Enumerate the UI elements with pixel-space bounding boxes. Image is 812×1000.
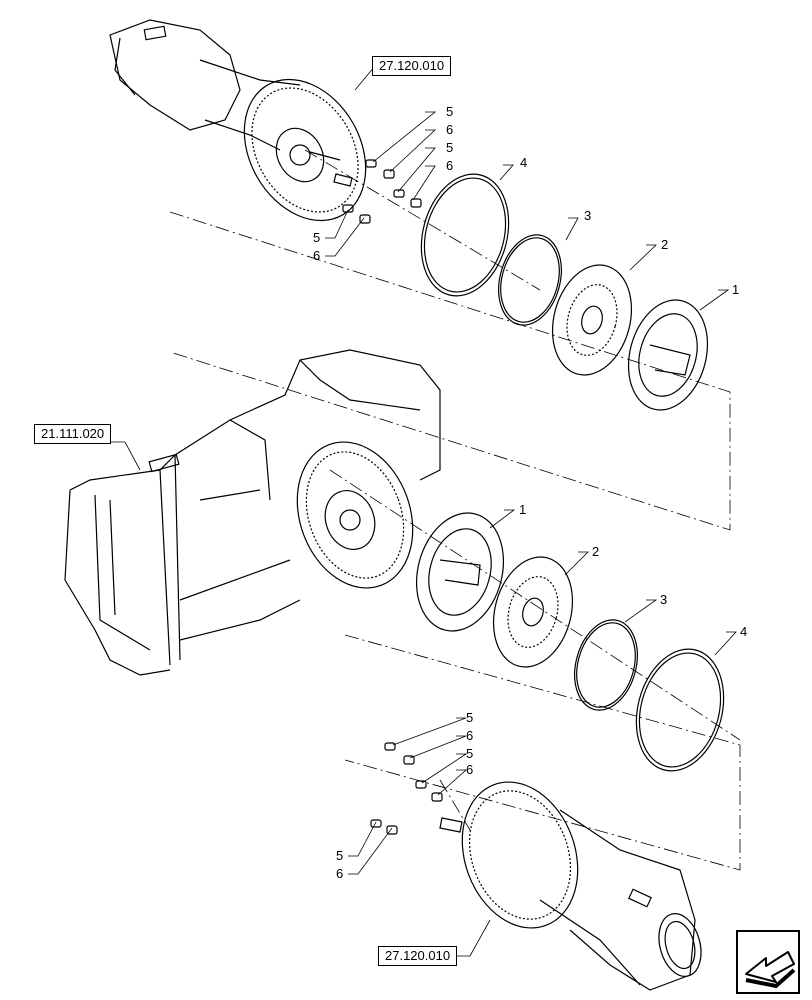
brake-set-top [333, 159, 709, 411]
callout-top-6c: 6 [313, 248, 320, 263]
callout-bottom-6a: 6 [466, 728, 473, 743]
callout-top-5c: 5 [313, 230, 320, 245]
reference-rear-axle-top[interactable]: 27.120.010 [372, 56, 452, 76]
reference-transmission-housing[interactable]: 21.111.020 [34, 424, 112, 444]
brake-set-bottom [370, 512, 725, 835]
callout-bottom-2: 2 [592, 544, 599, 559]
callout-bottom-5a: 5 [466, 710, 473, 725]
next-page-arrow-icon-graphic [736, 930, 800, 994]
callout-top-3: 3 [584, 208, 591, 223]
callout-bottom-1: 1 [519, 502, 526, 517]
callout-top-6a: 6 [446, 122, 453, 137]
callout-top-4: 4 [520, 155, 527, 170]
callout-bottom-3: 3 [660, 592, 667, 607]
rear-axle-housing-top [109, 19, 367, 222]
callout-top-5b: 5 [446, 140, 453, 155]
transmission-housing [64, 349, 441, 676]
callout-top-6b: 6 [446, 158, 453, 173]
reference-rear-axle-bottom[interactable]: 27.120.010 [378, 946, 458, 966]
callout-bottom-5c: 5 [336, 848, 343, 863]
callout-bottom-4: 4 [740, 624, 747, 639]
callout-numbers: 4 3 2 1 5 6 5 6 5 6 1 2 3 4 5 6 5 6 5 6 [313, 104, 747, 881]
callout-bottom-6c: 6 [336, 866, 343, 881]
callout-bottom-5b: 5 [466, 746, 473, 761]
callout-top-5a: 5 [446, 104, 453, 119]
callout-top-1: 1 [732, 282, 739, 297]
rear-axle-housing-bottom [461, 781, 702, 991]
callout-bottom-6b: 6 [466, 762, 473, 777]
next-page-arrow-icon[interactable] [736, 930, 800, 994]
assembly-guide-lines [169, 149, 741, 871]
callout-top-2: 2 [661, 237, 668, 252]
